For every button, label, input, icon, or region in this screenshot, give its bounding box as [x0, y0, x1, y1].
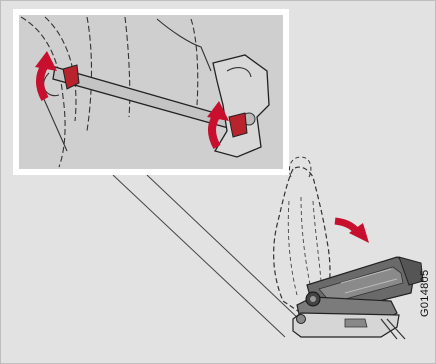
detail-inset [13, 9, 289, 175]
seat-overview [274, 157, 423, 339]
figure-code: G014805 [419, 270, 431, 317]
curved-forward-arrow-icon [335, 221, 369, 243]
callout-lines [113, 175, 301, 337]
